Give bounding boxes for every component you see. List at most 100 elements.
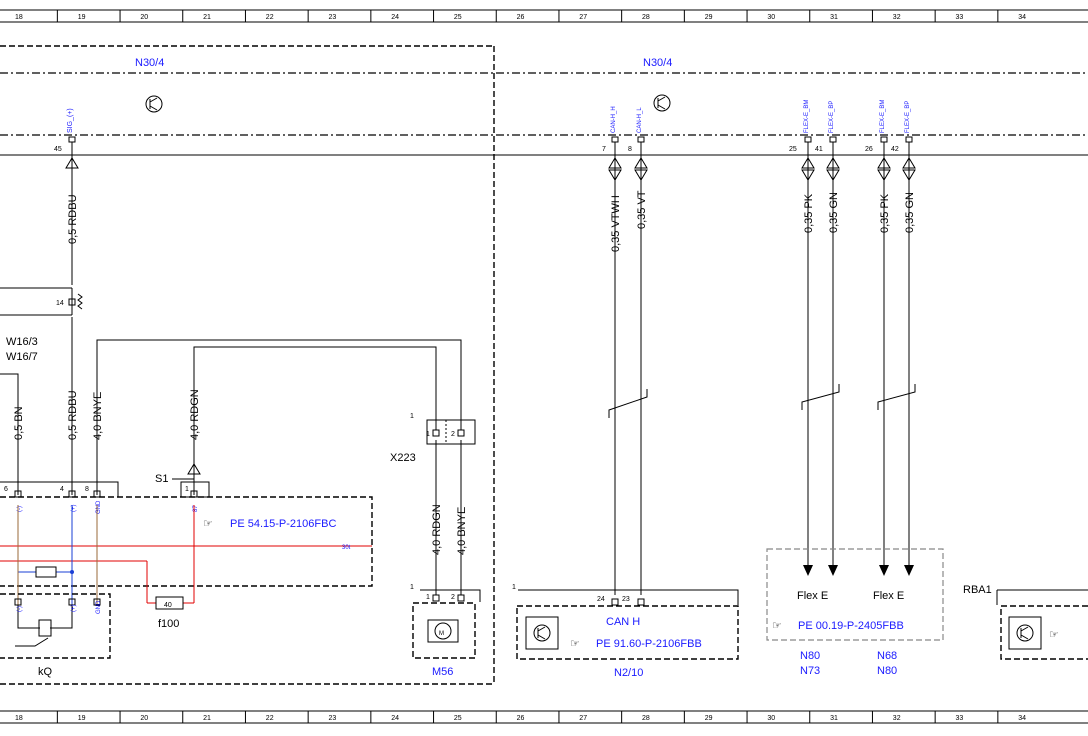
fuse-f100 — [155, 596, 184, 610]
n2-10-module — [516, 589, 739, 660]
label-n80-a: N80 — [800, 650, 820, 662]
fuse-value: 40 — [164, 602, 172, 609]
label-n80-b: N80 — [877, 665, 897, 677]
n2-conn: 1 — [512, 584, 516, 591]
wire-label-rdbu: 0,5 RDBU — [67, 390, 79, 440]
pin-label-can-l: CAN-H_L — [637, 107, 643, 133]
grid-column-label: 21 — [203, 715, 211, 722]
label-n73: N73 — [800, 665, 820, 677]
grid-column-label: 34 — [1018, 715, 1026, 722]
kq-plus: (+) — [71, 604, 77, 612]
grid-column-label: 25 — [454, 14, 462, 21]
resistor — [35, 566, 57, 578]
x223-p2: 2 — [451, 431, 455, 438]
power-wires — [0, 339, 462, 595]
pin-num-42: 42 — [891, 146, 899, 153]
wire-label-bn: 0,5 BN — [13, 406, 25, 440]
grid-column-label: 29 — [705, 14, 713, 21]
grid-column-label: 32 — [893, 715, 901, 722]
ref-hand-icon: ☞ — [1049, 629, 1059, 641]
module-title-right: N30/4 — [643, 57, 672, 69]
wire-label-x223-bnye: 4,0 BNYE — [456, 507, 468, 555]
ref-hand-icon: ☞ — [570, 638, 580, 650]
wire-label-can-l: 0,35 VT — [636, 190, 648, 229]
grid-column-label: 28 — [642, 715, 650, 722]
w16-component — [0, 287, 83, 316]
rba1-module — [996, 589, 1088, 660]
module-title-left: N30/4 — [135, 57, 164, 69]
grid-column-label: 28 — [642, 14, 650, 21]
pin-minus-label: (-) — [17, 506, 23, 512]
kq-relay — [0, 593, 111, 659]
label-rba1: RBA1 — [963, 584, 992, 596]
wire-label-can-h: 0,35 VTWH — [610, 195, 622, 252]
grid-column-label: 23 — [329, 715, 337, 722]
conn-pin-6: 6 — [4, 486, 8, 493]
conn-pin-8: 8 — [85, 486, 89, 493]
n2-pin-23: 23 — [622, 596, 630, 603]
wire-label-flex-3: 0,35 PK — [879, 193, 891, 233]
control-unit-connector — [0, 481, 373, 587]
n2-pin-24: 24 — [597, 596, 605, 603]
wire-label-flex-2: 0,35 GN — [828, 192, 840, 233]
pin-stubs — [68, 136, 913, 143]
junction-dot — [70, 570, 74, 574]
pin-87-label: 87 — [193, 505, 199, 512]
grid-column-label: 32 — [893, 14, 901, 21]
label-kq: kQ — [38, 666, 53, 678]
ref-54-15: PE 54.15-P-2106FBC — [230, 518, 336, 530]
grid-column-label: 21 — [203, 14, 211, 21]
pin-plus-label: (+) — [71, 504, 77, 512]
label-s1: S1 — [155, 473, 168, 485]
s1-arrow — [187, 463, 201, 475]
pin-num-41: 41 — [815, 146, 823, 153]
ref-00-19: PE 00.19-P-2405FBB — [798, 620, 904, 632]
wire-label-x223-rdgn: 4,0 RDGN — [431, 504, 443, 555]
ref-91-60: PE 91.60-P-2106FBB — [596, 638, 702, 650]
wire-label-sig: 0,5 RDBU — [67, 194, 79, 244]
grid-column-label: 18 — [15, 14, 23, 21]
ref-hand-icon: ☞ — [772, 620, 782, 632]
conn-pin-4: 4 — [60, 486, 64, 493]
signal-wires — [71, 142, 910, 595]
pin-num-7: 7 — [602, 146, 606, 153]
grid-column-label: 25 — [454, 715, 462, 722]
m56-pin-1: 1 — [426, 594, 430, 601]
grid-column-label: 31 — [830, 14, 838, 21]
kq-gnd: GND — [96, 600, 102, 614]
grid-column-label: 33 — [956, 14, 964, 21]
internal-wires — [0, 505, 372, 605]
grid-column-label: 29 — [705, 715, 713, 722]
grid-column-label: 24 — [391, 715, 399, 722]
grid-column-label: 30 — [767, 14, 775, 21]
pin-num-8: 8 — [628, 146, 632, 153]
grid-column-label: 26 — [517, 715, 525, 722]
grid-column-label: 27 — [579, 715, 587, 722]
pin-label-can-h: CAN-H_H — [611, 106, 617, 133]
x223-pin-1: 1 — [410, 413, 414, 420]
label-flex-e-1: Flex E — [797, 590, 828, 602]
label-w16-3: W16/3 — [6, 336, 38, 348]
motor-icon: M — [439, 631, 444, 637]
m56-pin-2: 2 — [451, 594, 455, 601]
wire-label-flex-1: 0,35 PK — [803, 193, 815, 233]
pin-label-sig: SIG_(+) — [67, 108, 74, 133]
wire-label-rdgn: 4,0 RDGN — [189, 389, 201, 440]
connector-arrows — [65, 157, 916, 181]
pin-num-14: 14 — [56, 300, 64, 307]
grid-column-label: 30 — [767, 715, 775, 722]
grid-column-label: 22 — [266, 14, 274, 21]
label-n2-10: N2/10 — [614, 667, 643, 679]
pin-label-flex2-bm: FLEX-E_BM — [880, 100, 886, 133]
ref-hand-icon: ☞ — [203, 518, 213, 530]
kq-minus: (-) — [17, 606, 23, 612]
label-f100: f100 — [158, 618, 179, 630]
flex-arrowheads — [803, 565, 914, 576]
grid-column-label: 34 — [1018, 14, 1026, 21]
grid-column-label: 20 — [140, 14, 148, 21]
grid-column-label: 31 — [830, 715, 838, 722]
label-n68: N68 — [877, 650, 897, 662]
